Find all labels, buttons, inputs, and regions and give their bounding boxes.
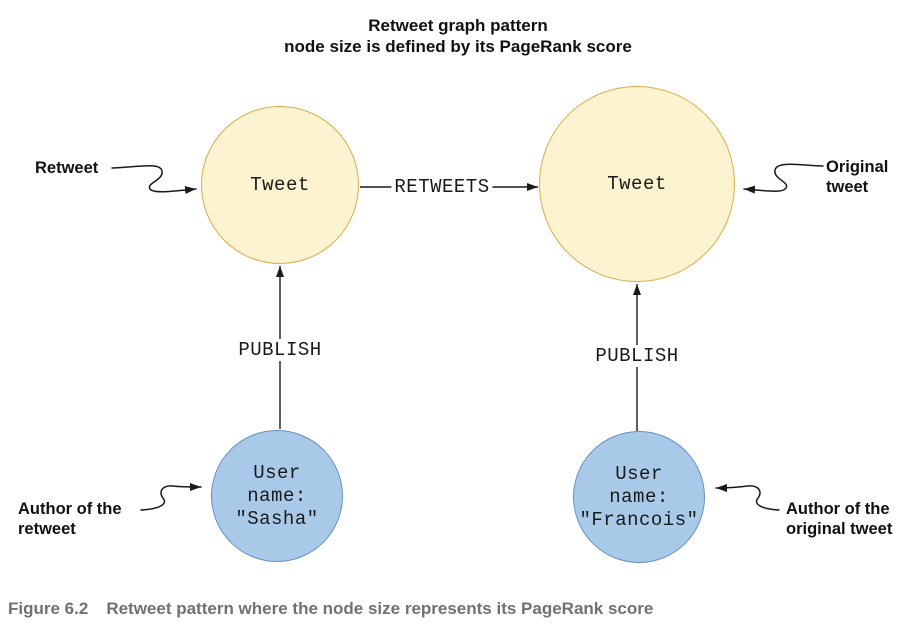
annotation-arrow-original-tweet	[743, 163, 824, 194]
annotation-author-retweet-line1: Author of the	[18, 500, 122, 518]
diagram-title-line1: Retweet graph pattern	[368, 16, 548, 35]
annotation-original-tweet-line1: Original	[826, 158, 889, 176]
annotation-author-retweet-line2: retweet	[18, 520, 76, 538]
annotation-arrow-author-retweet	[140, 482, 202, 511]
figure-caption-text: Retweet pattern where the node size repr…	[106, 599, 654, 618]
node-user-sasha: User name: "Sasha"	[211, 430, 343, 562]
diagram-title-line2: node size is defined by its PageRank sco…	[284, 37, 632, 56]
annotation-author-original: Author of the original tweet	[786, 499, 892, 539]
node-user-sasha-line3: "Sasha"	[235, 507, 319, 530]
node-tweet-original-label: Tweet	[607, 172, 667, 195]
annotation-original-tweet: Original tweet	[826, 157, 888, 197]
publish-relationship-label-right: PUBLISH	[592, 345, 682, 367]
annotation-arrow-author-original	[715, 483, 780, 511]
node-user-francois-line1: User	[615, 462, 663, 485]
annotation-author-original-line2: original tweet	[786, 520, 893, 538]
annotation-author-original-line1: Author of the	[786, 500, 890, 518]
figure-caption-number: Figure 6.2	[8, 599, 89, 618]
publish-relationship-label-left: PUBLISH	[235, 339, 325, 361]
annotation-retweet-line1: Retweet	[35, 159, 99, 177]
node-tweet-retweet-label: Tweet	[250, 173, 310, 196]
node-user-francois-line3: "Francois"	[579, 508, 699, 531]
figure-caption: Figure 6.2 Retweet pattern where the nod…	[8, 599, 653, 619]
node-tweet-retweet: Tweet	[201, 106, 359, 264]
annotation-arrow-retweet	[111, 165, 197, 194]
annotation-original-tweet-line2: tweet	[826, 178, 869, 196]
node-user-francois-line2: name:	[609, 485, 669, 508]
node-user-sasha-line1: User	[253, 461, 301, 484]
annotation-author-retweet: Author of the retweet	[18, 499, 122, 539]
retweets-relationship-label: RETWEETS	[391, 176, 493, 198]
node-user-sasha-line2: name:	[247, 484, 307, 507]
annotation-retweet: Retweet	[35, 158, 98, 178]
node-tweet-original: Tweet	[539, 86, 735, 282]
node-user-francois: User name: "Francois"	[573, 431, 705, 563]
diagram-title: Retweet graph pattern node size is defin…	[0, 15, 916, 57]
